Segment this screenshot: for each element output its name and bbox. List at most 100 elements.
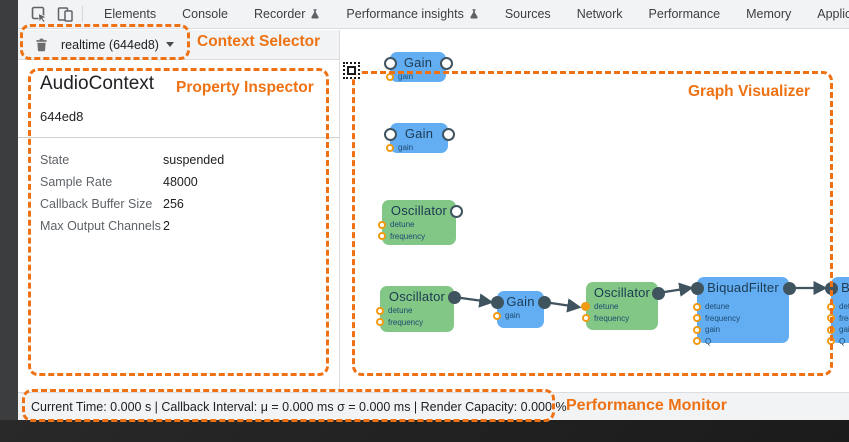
graph-node-gain-2[interactable]: Gain gain	[384, 123, 455, 153]
param-label: detune	[594, 302, 619, 312]
param-port	[693, 302, 701, 311]
tab-label: Application	[817, 7, 849, 21]
param-port	[378, 232, 386, 241]
toolbar-separator	[82, 6, 83, 22]
param-label: frequency	[705, 313, 741, 323]
node-output-port	[538, 296, 551, 309]
inspect-element-button[interactable]	[26, 2, 52, 26]
node-output-port	[448, 291, 461, 304]
node-output-port	[450, 205, 463, 218]
param-port	[378, 220, 386, 229]
toggle-device-toolbar-button[interactable]	[52, 2, 78, 26]
param-row: Q	[827, 336, 849, 348]
property-label: Sample Rate	[40, 175, 113, 189]
node-output-port	[440, 57, 453, 70]
tab-label: Recorder	[253, 7, 306, 21]
context-selector-dropdown[interactable]: realtime (644ed8)	[61, 38, 174, 52]
param-row: detune	[827, 301, 849, 313]
property-value: 256	[163, 197, 184, 211]
dropdown-caret-icon	[165, 42, 174, 47]
tab-performance[interactable]: Performance	[636, 0, 734, 28]
param-port	[827, 325, 835, 334]
param-label: detune	[705, 302, 730, 312]
node-title: Oscillator	[388, 289, 446, 304]
devtools-tab-bar: Elements Console Recorder Performance insig…	[18, 0, 849, 29]
annotation-label-performance-monitor: Performance Monitor	[566, 397, 727, 414]
tab-label: Memory	[746, 7, 792, 21]
param-port	[827, 314, 835, 323]
property-row: Callback Buffer Size 256	[40, 193, 339, 215]
param-row: detune	[581, 301, 658, 313]
devtools-window: Elements Console Recorder Performance insig…	[18, 0, 849, 420]
param-row: detune	[378, 219, 456, 231]
trash-icon	[35, 38, 47, 51]
param-row: Q	[693, 336, 789, 348]
tab-console[interactable]: Console	[169, 0, 241, 28]
annotation-label-graph-visualizer: Graph Visualizer	[688, 83, 811, 100]
node-title: BiquadFilter	[831, 280, 849, 295]
param-row: frequency	[378, 231, 456, 243]
node-input-port	[384, 57, 397, 70]
param-label: frequency	[594, 313, 630, 323]
property-value: 2	[163, 219, 170, 233]
tab-label: Sources	[504, 7, 551, 21]
param-row: detune	[693, 301, 789, 313]
context-id: 644ed8	[40, 109, 84, 124]
flask-icon	[311, 9, 320, 19]
param-port	[386, 72, 394, 81]
param-port	[376, 318, 384, 327]
property-label: Callback Buffer Size	[40, 197, 153, 211]
tab-application[interactable]: Application	[804, 0, 849, 28]
clear-contexts-button[interactable]	[30, 34, 52, 56]
param-label: frequency	[388, 317, 424, 327]
node-output-port	[783, 282, 796, 295]
param-row: frequency	[582, 313, 658, 325]
param-label: frequency	[390, 231, 426, 241]
tab-network[interactable]: Network	[564, 0, 636, 28]
property-value: suspended	[163, 153, 225, 167]
tab-recorder[interactable]: Recorder	[241, 0, 333, 28]
node-params: gain	[493, 310, 544, 322]
param-row: gain	[386, 71, 446, 83]
node-output-port	[652, 287, 665, 300]
param-label: gain	[398, 143, 414, 153]
param-port	[582, 314, 590, 323]
param-port	[827, 337, 835, 346]
param-row: frequency	[827, 313, 849, 325]
node-input-port	[825, 282, 838, 295]
param-row: frequency	[693, 313, 789, 325]
property-label: Max Output Channels	[40, 219, 161, 233]
param-label: detune	[388, 306, 413, 316]
annotation-label-context-selector: Context Selector	[197, 33, 321, 50]
performance-status-text: Current Time: 0.000 s | Callback Interva…	[31, 399, 567, 414]
node-params: gain	[386, 71, 446, 83]
context-type-title: AudioContext	[40, 73, 155, 94]
tab-elements[interactable]: Elements	[91, 0, 169, 28]
node-title: Oscillator	[593, 285, 651, 300]
param-port	[493, 311, 501, 320]
tab-memory[interactable]: Memory	[733, 0, 804, 28]
tab-performance-insights[interactable]: Performance insights	[333, 0, 491, 28]
tab-label: Performance insights	[346, 7, 464, 21]
node-title: Gain	[403, 55, 433, 70]
tab-label: Network	[576, 7, 623, 21]
tab-strip: Elements Console Recorder Performance insig…	[91, 0, 849, 28]
tab-label: Elements	[104, 7, 157, 21]
param-label: gain	[705, 325, 721, 335]
tab-sources[interactable]: Sources	[492, 0, 564, 28]
node-input-port	[491, 296, 504, 309]
node-title: Gain	[404, 126, 434, 141]
